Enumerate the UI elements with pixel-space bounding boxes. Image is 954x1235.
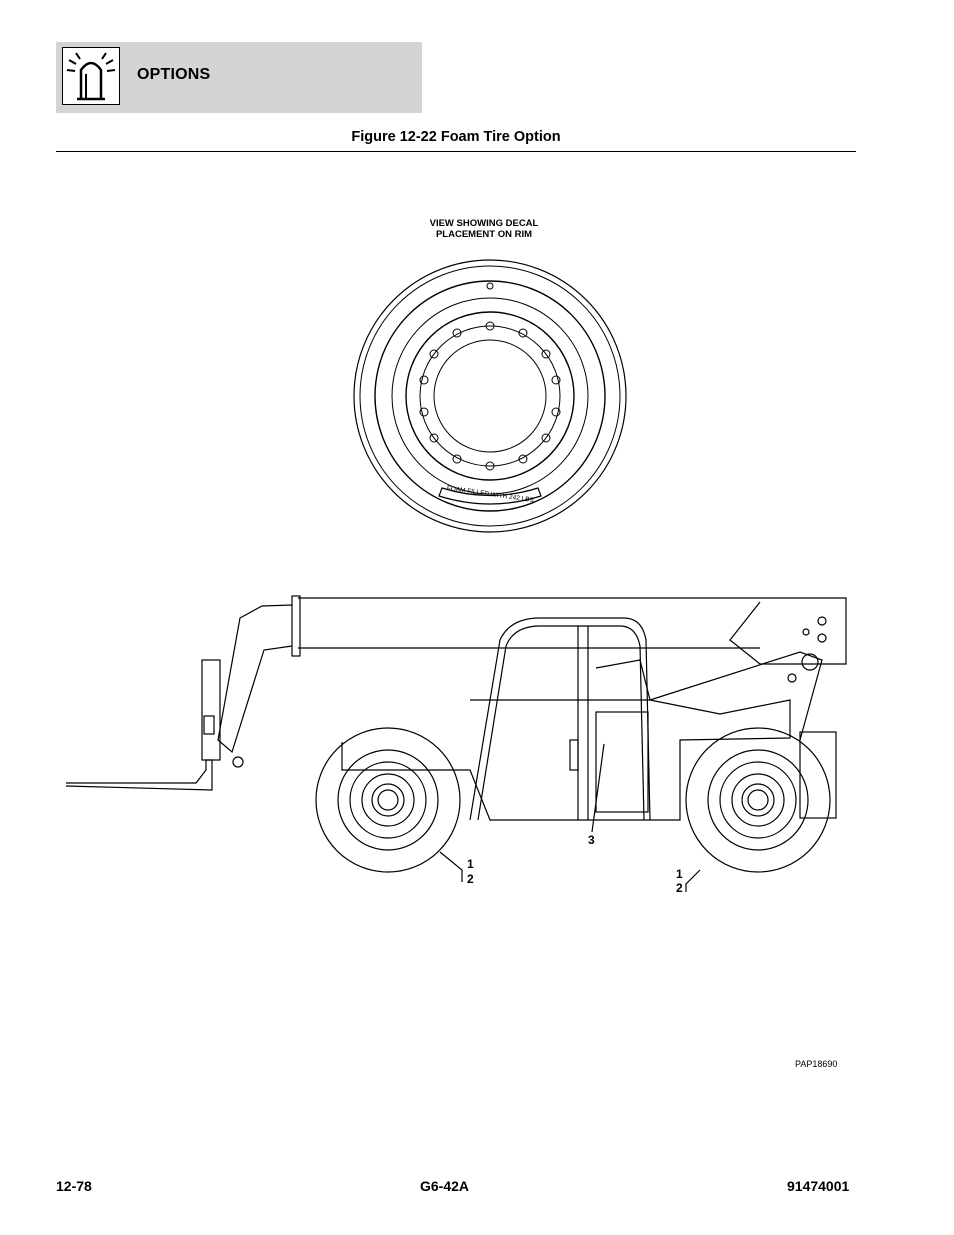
callout-rear-1: 1 [676,867,683,881]
figure-title: Figure 12-22 Foam Tire Option [351,129,561,145]
view-label-line1: VIEW SHOWING DECAL [429,218,539,229]
callout-cab-3: 3 [588,833,595,847]
view-label-line2: PLACEMENT ON RIM [435,229,533,240]
page-number: 12-78 [56,1178,92,1194]
section-title: OPTIONS [137,66,211,83]
callout-rear-2: 2 [676,881,683,895]
view-label: VIEW SHOWING DECAL PLACEMENT ON RIM [384,218,584,240]
callout-front-2: 2 [467,872,474,886]
callout-front-1: 1 [467,857,474,871]
doc-number: 91474001 [787,1178,850,1194]
model-number: G6-42A [420,1178,470,1194]
reference-code: PAP18690 [795,1059,838,1069]
options-beacon-icon [62,47,120,105]
header-rule [56,151,856,152]
